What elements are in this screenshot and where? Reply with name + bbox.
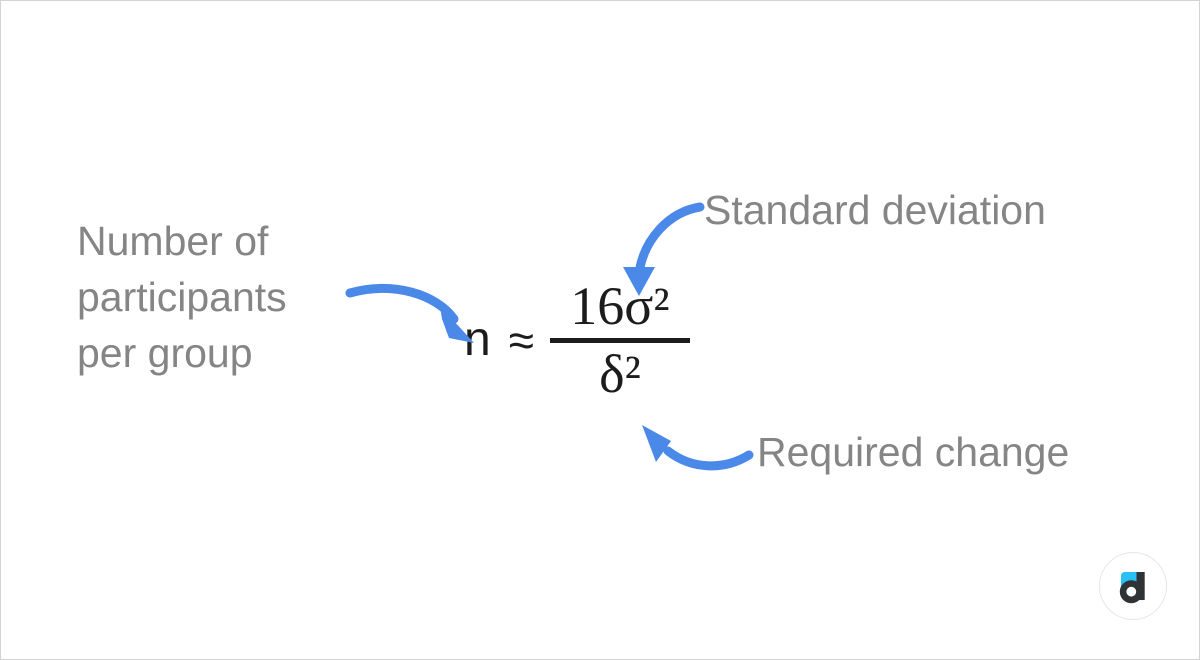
formula-numerator: 16σ² [570, 276, 670, 336]
logo-letter-d-icon [1119, 572, 1145, 604]
annotation-label-participants: Number of participants per group [77, 218, 287, 376]
formula-denominator: δ² [599, 344, 641, 405]
formula-approx-sign: ≈ [508, 314, 534, 367]
curved-arrow-to-delta [642, 425, 754, 471]
formula-variable-n: n [464, 313, 491, 367]
formula-fraction: 16σ² δ² [549, 276, 690, 405]
datanovia-logo [1099, 552, 1167, 620]
sample-size-formula: n ≈ 16σ² δ² [464, 278, 690, 402]
annotation-label-required-change: Required change [757, 429, 1070, 475]
annotation-label-standard-deviation: Standard deviation [704, 187, 1046, 233]
fraction-bar [549, 338, 690, 344]
